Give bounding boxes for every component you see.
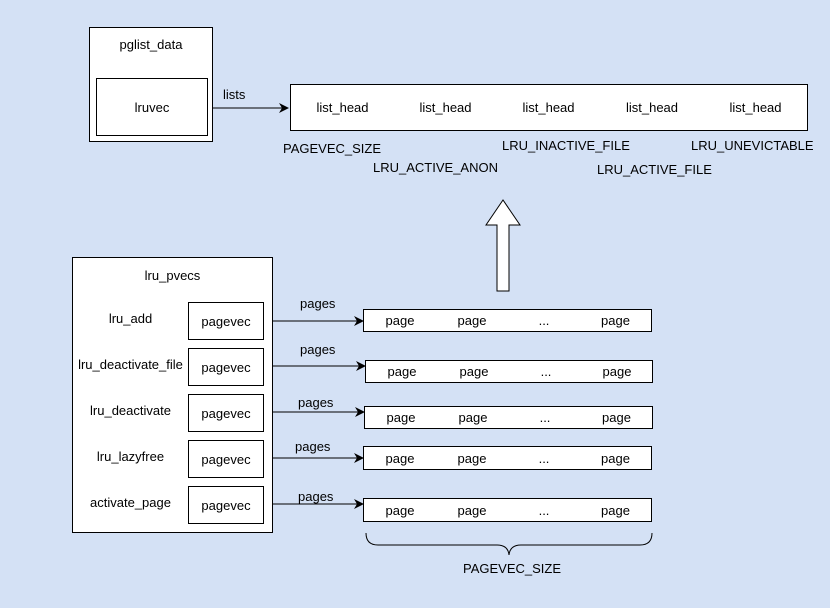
page-cell: ... — [508, 310, 581, 331]
page-cell: page — [364, 499, 437, 521]
lru-pvecs-title: lru_pvecs — [144, 268, 201, 283]
pages-edge-label: pages — [298, 395, 334, 410]
page-cell: page — [438, 361, 511, 382]
pvec-name: lru_lazyfree — [96, 449, 165, 464]
list-head-cell: list_head — [704, 85, 807, 130]
pagevec-size-brace-label: PAGEVEC_SIZE — [463, 561, 562, 576]
page-cell: page — [580, 447, 651, 469]
list-head-cell: list_head — [394, 85, 498, 130]
pvec-name: lru_deactivate — [90, 403, 171, 418]
list-head-cell: list_head — [600, 85, 705, 130]
page-cell: page — [580, 310, 651, 331]
page-cell: page — [580, 499, 651, 521]
pvec-name: lru_add — [108, 311, 153, 326]
page-array: page page ... page — [363, 498, 652, 522]
lists-edge-label: lists — [223, 87, 246, 102]
pages-edge-label: pages — [300, 342, 336, 357]
lru-label-pagevec-size: PAGEVEC_SIZE — [283, 141, 382, 156]
page-cell: page — [364, 447, 437, 469]
pagevec-box: pagevec — [188, 302, 264, 340]
page-array: page page ... page — [363, 309, 652, 332]
page-array: page page ... page — [364, 406, 653, 429]
page-cell: ... — [508, 447, 581, 469]
page-cell: page — [364, 310, 437, 331]
page-cell: page — [365, 407, 438, 428]
page-cell: page — [436, 447, 509, 469]
page-cell: page — [582, 361, 652, 382]
page-cell: page — [366, 361, 439, 382]
pagevec-box: pagevec — [188, 394, 264, 432]
page-array: page page ... page — [363, 446, 652, 470]
pagevec-box: pagevec — [188, 486, 264, 524]
list-head-cell: list_head — [497, 85, 601, 130]
pagevec-box: pagevec — [188, 348, 264, 386]
pagevec-box: pagevec — [188, 440, 264, 478]
pages-edge-label: pages — [300, 296, 336, 311]
page-cell: ... — [508, 499, 581, 521]
page-cell: ... — [509, 407, 582, 428]
pglist-data-box: pglist_data lruvec — [89, 27, 213, 142]
lru-label-unevictable: LRU_UNEVICTABLE — [691, 138, 814, 153]
page-array: page page ... page — [365, 360, 653, 383]
page-cell: page — [436, 310, 509, 331]
lru-label-active-anon: LRU_ACTIVE_ANON — [373, 160, 498, 175]
pvec-name: lru_deactivate_file — [78, 357, 183, 372]
page-cell: page — [437, 407, 510, 428]
list-head-cell: list_head — [291, 85, 395, 130]
pages-edge-label: pages — [295, 439, 331, 454]
lru-label-active-file: LRU_ACTIVE_FILE — [597, 162, 712, 177]
lru-label-inactive-file: LRU_INACTIVE_FILE — [502, 138, 630, 153]
block-up-arrow — [485, 199, 521, 292]
pglist-data-title: pglist_data — [119, 37, 183, 52]
lru-list-array: list_head list_head list_head list_head … — [290, 84, 808, 131]
page-cell: page — [581, 407, 652, 428]
pages-edge-label: pages — [298, 489, 334, 504]
pvec-name: activate_page — [90, 495, 171, 510]
page-cell: ... — [510, 361, 583, 382]
lruvec-box: lruvec — [96, 78, 208, 136]
page-cell: page — [436, 499, 509, 521]
pagevec-size-brace — [365, 532, 653, 556]
